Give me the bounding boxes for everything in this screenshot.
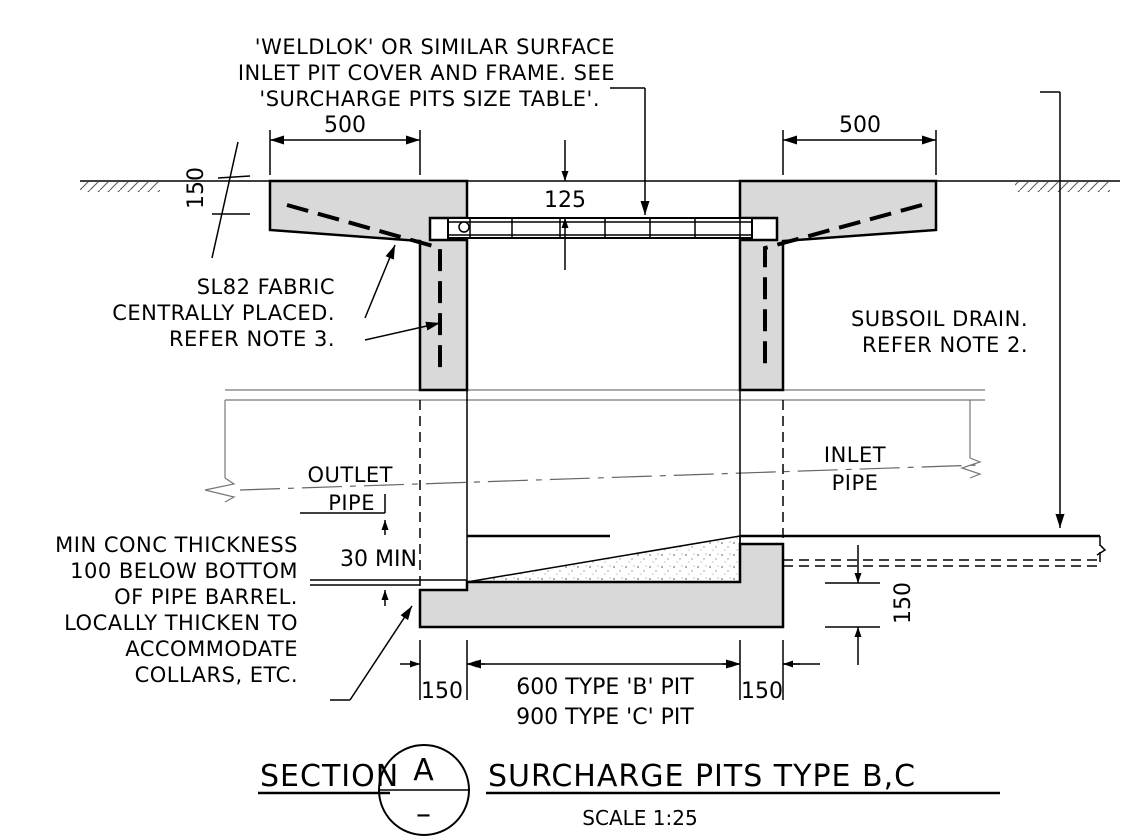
min-conc-note-line5: ACCOMMODATE xyxy=(125,637,298,661)
dim-pit-c: 900 TYPE 'C' PIT xyxy=(516,705,694,730)
title-name: SURCHARGE PITS TYPE B,C xyxy=(488,759,916,794)
subsoil-drain xyxy=(783,536,1107,567)
min-conc-note-line4: LOCALLY THICKEN TO xyxy=(64,611,298,635)
dim-pit-b: 600 TYPE 'B' PIT xyxy=(516,675,694,700)
min-conc-note-line3: OF PIPE BARREL. xyxy=(114,585,298,609)
outlet-pipe-label-line1: OUTLET xyxy=(307,463,393,487)
dim-min-clearance: 30 MIN xyxy=(340,547,417,572)
cover-note-line2: INLET PIT COVER AND FRAME. SEE xyxy=(238,61,615,85)
inlet-pipe-label-line1: INLET xyxy=(824,443,886,467)
dim-base-thickness: 150 xyxy=(891,582,916,624)
outlet-pipe-label-line2: PIPE xyxy=(328,491,375,515)
fabric-note-line3: REFER NOTE 3. xyxy=(169,327,335,351)
title-scale: SCALE 1:25 xyxy=(582,806,697,830)
dim-wall-right: 150 xyxy=(741,679,783,704)
inlet-pit-cover xyxy=(447,217,753,239)
ground-surface xyxy=(80,180,1120,192)
section-marker-sheet: – xyxy=(416,797,432,832)
cover-note-line1: 'WELDLOK' OR SIMILAR SURFACE xyxy=(255,35,615,59)
pipes xyxy=(204,389,1100,538)
subsoil-note-line2: REFER NOTE 2. xyxy=(862,333,1028,357)
fabric-note-line1: SL82 FABRIC xyxy=(197,275,335,299)
dimension-texts: 500 500 150 125 30 MIN 150 150 150 600 T… xyxy=(184,113,916,730)
dimension-lines xyxy=(211,87,1065,701)
inlet-pipe-label-line2: PIPE xyxy=(832,471,879,495)
concrete-pit xyxy=(268,179,938,629)
dim-wall-left: 150 xyxy=(421,679,463,704)
min-conc-note-line1: MIN CONC THICKNESS xyxy=(55,533,298,557)
section-marker-letter: A xyxy=(413,753,435,788)
min-conc-note-line6: COLLARS, ETC. xyxy=(135,663,298,687)
title-block: SECTION A – SURCHARGE PITS TYPE B,C SCAL… xyxy=(258,744,1000,836)
dim-cover-depth: 125 xyxy=(544,188,586,213)
fabric-note-line2: CENTRALLY PLACED. xyxy=(112,301,335,325)
right-wall xyxy=(738,179,938,392)
dim-top-left: 500 xyxy=(324,113,366,138)
sl82-fabric xyxy=(286,203,923,368)
hidden-lines xyxy=(419,400,784,590)
notes: 'WELDLOK' OR SIMILAR SURFACE INLET PIT C… xyxy=(55,35,1028,687)
dim-slab-thickness: 150 xyxy=(184,167,209,209)
cover-note-line3: 'SURCHARGE PITS SIZE TABLE'. xyxy=(259,87,600,111)
subsoil-note-line1: SUBSOIL DRAIN. xyxy=(851,307,1028,331)
title-section-word: SECTION xyxy=(260,759,399,794)
min-conc-note-line2: 100 BELOW BOTTOM xyxy=(70,559,298,583)
dim-top-right: 500 xyxy=(839,113,881,138)
